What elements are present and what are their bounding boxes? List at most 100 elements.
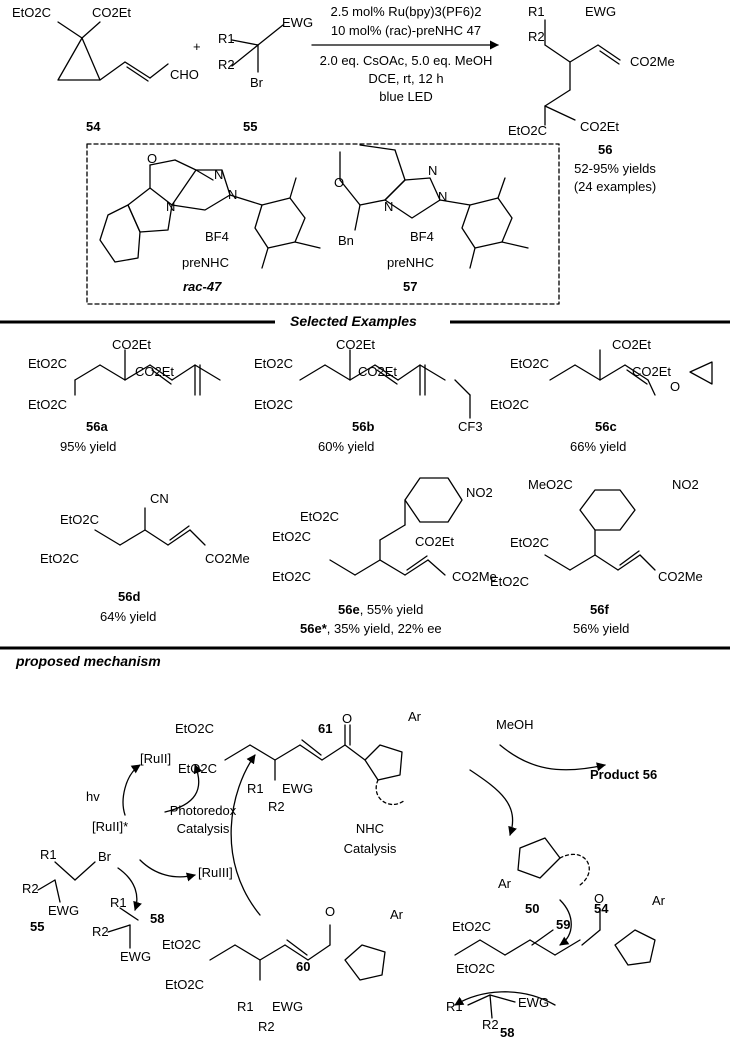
structure-61 xyxy=(224,724,406,806)
label-co2et-56b-2: CO2Et xyxy=(358,364,398,379)
compound-50: 50 xyxy=(525,901,540,916)
label-r2-58-bottom: R2 xyxy=(482,1017,499,1032)
label-ewg-55-mech: EWG xyxy=(48,903,80,918)
label-hv: hv xyxy=(86,789,100,804)
catalyst-box xyxy=(86,143,560,305)
label-ewg-55: EWG xyxy=(282,15,314,30)
label-r2-60: R2 xyxy=(258,1019,275,1034)
label-r1-58-bottom: R1 xyxy=(446,999,463,1014)
compound-55: 55 xyxy=(243,119,258,134)
structure-57 xyxy=(339,144,529,269)
label-bf4-57: BF4 xyxy=(410,229,434,244)
structure-56e xyxy=(329,477,463,576)
structure-58-bottom xyxy=(467,994,516,1019)
label-ar-59: Ar xyxy=(652,893,665,908)
label-co2et-56a-2: CO2Et xyxy=(135,364,175,379)
label-photoredox-2: Catalysis xyxy=(176,821,230,836)
arrow-ru-cycle-top xyxy=(122,764,141,816)
example-yield-56a: 95% yield xyxy=(60,439,117,454)
condition-line-4: DCE, rt, 12 h xyxy=(368,71,444,86)
label-eto2c-60-1: EtO2C xyxy=(162,937,202,952)
label-r2-55: R2 xyxy=(218,57,235,72)
label-n3-57: N xyxy=(384,199,394,214)
example-yield-56d: 64% yield xyxy=(100,609,157,624)
label-no2-56f: NO2 xyxy=(672,477,699,492)
yield-range: 52-95% yields xyxy=(574,161,656,176)
label-ewg-61: EWG xyxy=(282,781,314,796)
condition-line-3: 2.0 eq. CsOAc, 5.0 eq. MeOH xyxy=(319,53,493,68)
label-co2et: CO2Et xyxy=(92,5,132,20)
label-bf4-47: BF4 xyxy=(205,229,229,244)
label-prenhc-47: preNHC xyxy=(182,255,229,270)
structure-55-mech xyxy=(37,861,96,903)
example-id-56e-star: 56e* xyxy=(300,621,327,636)
structure-59 xyxy=(454,909,656,966)
compound-60: 60 xyxy=(296,959,311,974)
label-eto2c-56c-2: EtO2C xyxy=(490,397,530,412)
label-o-60: O xyxy=(325,904,336,919)
label-co2et-56c-2: CO2Et xyxy=(632,364,672,379)
label-ar-61: Ar xyxy=(408,709,421,724)
condition-line-2: 10 mol% (rac)-preNHC 47 xyxy=(330,23,482,38)
label-br-55-mech: Br xyxy=(98,849,111,864)
label-ewg-58-bottom: EWG xyxy=(518,995,550,1010)
structure-56b xyxy=(299,349,471,419)
label-prenhc-57: preNHC xyxy=(387,255,434,270)
label-co2et-56b-1: CO2Et xyxy=(336,337,376,352)
label-co2me-56: CO2Me xyxy=(630,54,675,69)
structure-58-mech xyxy=(107,907,139,949)
label-eto2c-56b-1: EtO2C xyxy=(254,356,294,371)
example-id-56b: 56b xyxy=(352,419,375,434)
label-n-47: N xyxy=(214,167,224,182)
structure-56f xyxy=(544,489,656,571)
example-yield-56e-text: , 55% yield xyxy=(359,602,424,617)
compound-rac-47: rac-47 xyxy=(183,279,222,294)
example-yield-56b: 60% yield xyxy=(318,439,375,454)
structure-60 xyxy=(209,924,386,981)
label-eto2c-56e-3: EtO2C xyxy=(272,569,312,584)
arrow-59-to-60 xyxy=(454,991,556,1006)
label-eto2c-61-2: EtO2C xyxy=(178,761,218,776)
label-r1-55-mech: R1 xyxy=(40,847,57,862)
label-cho: CHO xyxy=(170,67,199,82)
example-yield-56e: 56e, 55% yield xyxy=(338,603,423,617)
label-n-57: N xyxy=(428,163,438,178)
compound-59: 59 xyxy=(556,917,571,932)
label-ewg-60: EWG xyxy=(272,999,304,1014)
label-ru2-star: [RuII]* xyxy=(92,819,129,834)
label-product-56: Product 56 xyxy=(590,767,658,782)
label-o-47: O xyxy=(147,151,158,166)
label-eto2c-56d-2: EtO2C xyxy=(40,551,80,566)
structure-rac-47 xyxy=(99,159,321,269)
example-id-56e: 56e xyxy=(338,602,360,617)
arrow-cycle-nhc xyxy=(230,754,261,916)
label-cf3-56b: CF3 xyxy=(458,419,483,434)
label-co2et-56: CO2Et xyxy=(580,119,620,134)
arrow-ru-cycle-bottom xyxy=(139,859,196,882)
label-r1-61: R1 xyxy=(247,781,264,796)
example-id-56c: 56c xyxy=(595,419,617,434)
label-no2-56e: NO2 xyxy=(466,485,493,500)
label-r2-58-mech: R2 xyxy=(92,924,109,939)
label-ru3: [RuIII] xyxy=(198,865,233,880)
label-r1-55: R1 xyxy=(218,31,235,46)
compound-55-mech: 55 xyxy=(30,919,45,934)
label-r1-56: R1 xyxy=(528,4,545,19)
label-eto2c-61-1: EtO2C xyxy=(175,721,215,736)
example-extra-56e-text: , 35% yield, 22% ee xyxy=(326,621,442,636)
compound-57: 57 xyxy=(403,279,418,294)
label-co2et-56c-1: CO2Et xyxy=(612,337,652,352)
example-yield-56c: 66% yield xyxy=(570,439,627,454)
compound-61: 61 xyxy=(318,721,333,736)
structure-56d xyxy=(94,507,206,546)
label-ar-50: Ar xyxy=(498,876,511,891)
compound-58-mech: 58 xyxy=(150,911,165,926)
arrow-meoh xyxy=(499,744,606,772)
arrow-br-to-58 xyxy=(117,867,142,911)
label-eto2c-56b-2: EtO2C xyxy=(254,397,294,412)
label-eto2c-56: EtO2C xyxy=(508,123,548,138)
label-ru2: [RuII] xyxy=(140,751,172,766)
label-r1-60: R1 xyxy=(237,999,254,1014)
arrow-61-to-50 xyxy=(469,769,517,836)
